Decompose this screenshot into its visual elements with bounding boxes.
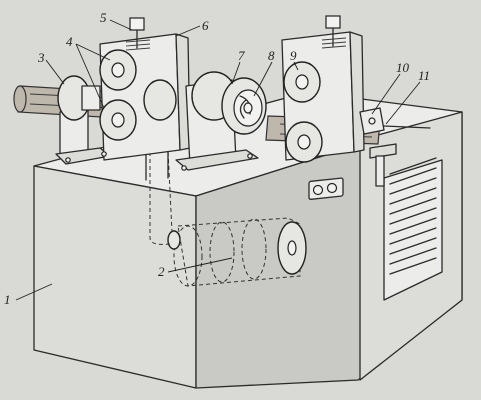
left-pulley <box>143 79 177 121</box>
vent-louver <box>389 217 437 235</box>
label-part-9: 9 <box>290 48 297 63</box>
label-part-11: 11 <box>418 68 430 83</box>
leader-7 <box>231 61 241 85</box>
left-screw-knob <box>129 17 145 31</box>
motor-end-hub <box>287 240 297 256</box>
switch-knob-left <box>312 184 324 196</box>
left-spring <box>125 39 151 51</box>
leader-5 <box>109 19 133 31</box>
left-roller-stand <box>99 17 191 161</box>
bearing-collar <box>81 85 101 111</box>
leader-9 <box>293 61 299 71</box>
right-stand-side <box>349 31 365 153</box>
label-part-10: 10 <box>396 60 410 75</box>
roller-upper-right-hub <box>295 74 309 90</box>
label-part-8: 8 <box>268 48 275 63</box>
vent-frame <box>383 159 443 301</box>
leader-11 <box>385 81 421 125</box>
label-part-3: 3 <box>37 50 45 65</box>
vent-louver <box>389 207 437 225</box>
leader-10 <box>371 73 401 115</box>
motor-ring-1 <box>209 221 235 283</box>
vent-louvers <box>389 157 437 275</box>
vent-louver <box>389 237 437 255</box>
motor-hidden <box>167 217 307 287</box>
label-part-7: 7 <box>238 48 245 63</box>
leader-6 <box>175 25 201 37</box>
roller-lower-right-hub <box>297 134 311 150</box>
guide-post <box>375 155 385 187</box>
label-part-2: 2 <box>158 264 165 279</box>
right-screw-knob <box>325 15 341 29</box>
drive-head <box>175 71 267 171</box>
vent-louver <box>389 247 437 265</box>
label-part-6: 6 <box>202 18 209 33</box>
leader-4a <box>75 43 111 61</box>
vent-louver <box>389 177 437 195</box>
leader-3 <box>45 59 65 85</box>
belt-right-run <box>165 109 173 233</box>
leader-2 <box>167 257 233 273</box>
leader-lines <box>15 19 421 301</box>
guide-rod <box>383 125 431 129</box>
part-labels: 1 2 3 4 5 6 7 8 9 10 11 <box>4 10 430 307</box>
label-part-5: 5 <box>100 10 107 25</box>
vent-louver <box>389 197 437 215</box>
control-panel <box>308 177 344 200</box>
base-bolts <box>65 151 253 171</box>
leader-1 <box>15 283 53 301</box>
belt-left-run <box>149 110 171 245</box>
label-part-1: 1 <box>4 292 11 307</box>
vent-grille <box>383 157 443 301</box>
motor-end-left <box>173 225 203 287</box>
bolt <box>247 153 253 159</box>
switch-knob-right <box>326 182 338 194</box>
vent-louver <box>389 167 437 185</box>
leader-4b <box>75 43 105 109</box>
bolt <box>101 151 107 157</box>
right-spring <box>321 37 347 49</box>
vent-louver <box>389 227 437 245</box>
cutter-center <box>243 102 253 114</box>
leader-8 <box>253 61 273 97</box>
vent-louver <box>389 187 437 205</box>
bolt <box>181 165 187 171</box>
outfeed-guide <box>359 107 431 187</box>
motor-pulley <box>167 230 181 250</box>
vent-louver <box>389 257 437 275</box>
guide-bracket <box>369 143 397 159</box>
roller-lower-left-hub <box>111 112 125 128</box>
label-part-4: 4 <box>66 34 73 49</box>
bolt <box>65 157 71 163</box>
right-roller-stand <box>281 15 365 163</box>
log-left-end <box>13 85 27 113</box>
left-bearing <box>55 75 111 165</box>
guide-screw <box>368 117 376 125</box>
roller-upper-left-hub <box>111 62 125 78</box>
housing-front-face <box>33 165 197 389</box>
vent-louver <box>389 157 437 175</box>
motor-ring-2 <box>241 218 267 280</box>
